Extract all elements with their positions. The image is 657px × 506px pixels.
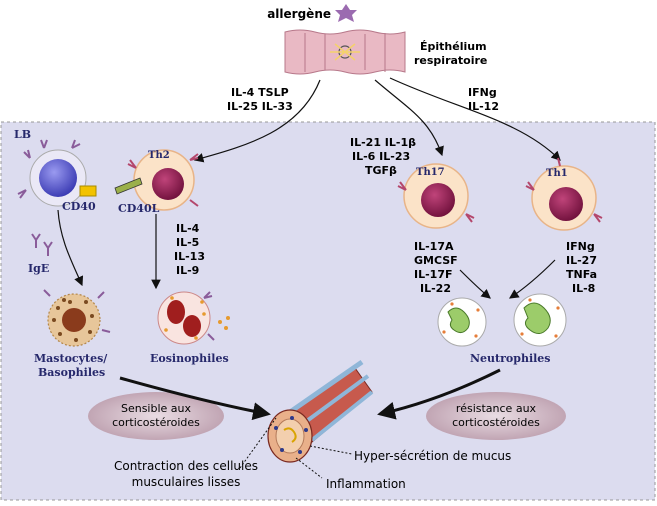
resistant-ellipse: [426, 392, 566, 440]
epithelium-icon: [284, 29, 406, 75]
arrow-th17-to-neutrophiles: [459, 269, 491, 299]
mucus-label: Hyper-sécrétion de mucus: [354, 449, 511, 463]
pointer-mucus: [309, 445, 353, 455]
sensitive-label-1: Sensible aux: [121, 402, 192, 415]
contraction-label-1: Contraction des cellules: [114, 459, 258, 473]
neutrophil-cell-icon: [437, 293, 567, 347]
sensitive-ellipse: [88, 392, 224, 440]
inflammation-label: Inflammation: [326, 477, 406, 491]
th1-secrete-3: TNFa: [566, 268, 597, 281]
resistant-label-1: résistance aux: [456, 402, 537, 415]
th2-label: Th2: [148, 150, 170, 161]
mastocytes-label-2: Basophiles: [38, 366, 105, 379]
th17-cell-icon: [397, 163, 475, 229]
allergen-icon: [335, 4, 357, 22]
th1-secrete-1: IFNg: [566, 240, 595, 253]
cytokine-th2-induce-1: IL-4 TSLP: [231, 86, 289, 99]
th2-cell-icon: [114, 149, 199, 211]
arrow-to-th17: [374, 79, 444, 157]
th17-label: Th17: [416, 167, 445, 178]
th17-secrete-1: IL-17A: [414, 240, 454, 253]
cytokine-th17-induce-2: IL-6 IL-23: [352, 150, 410, 163]
cd40-label: CD40: [62, 200, 96, 213]
th17-secrete-3: IL-17F: [414, 268, 453, 281]
sensitive-label-2: corticostéroides: [112, 416, 200, 429]
arrow-th1-to-neutrophiles: [509, 259, 556, 299]
cytokine-th2-induce-2: IL-25 IL-33: [227, 100, 293, 113]
th1-secrete-4: IL-8: [572, 282, 595, 295]
allergen-label: allergène: [267, 7, 331, 21]
ige-label: IgE: [28, 262, 49, 275]
th2-secrete-2: IL-5: [176, 236, 199, 249]
muscle-bundle-icon: [267, 359, 374, 463]
cytokine-th17-induce-3: TGFβ: [365, 164, 397, 177]
th1-label: Th1: [546, 168, 568, 179]
cytokine-th1-induce-2: IL-12: [468, 100, 499, 113]
mastocytes-label-1: Mastocytes/: [34, 352, 108, 365]
th17-secrete-4: IL-22: [420, 282, 451, 295]
th2-secrete-4: IL-9: [176, 264, 199, 277]
lb-label: LB: [14, 128, 31, 141]
th1-secrete-2: IL-27: [566, 254, 597, 267]
eosinophiles-label: Eosinophiles: [150, 352, 229, 365]
lb-cell-icon: [17, 139, 97, 207]
th2-secrete-1: IL-4: [176, 222, 200, 235]
arrow-to-th2: [193, 79, 321, 163]
epithelium-label-1: Épithélium: [420, 40, 487, 53]
cytokine-th1-induce-1: IFNg: [468, 86, 497, 99]
th1-cell-icon: [525, 157, 603, 231]
arrow-lb-to-mastocytes: [57, 209, 84, 287]
th17-secrete-2: GMCSF: [414, 254, 458, 267]
resistant-label-2: corticostéroides: [452, 416, 540, 429]
ige-icon: [31, 233, 53, 256]
mastocyte-cell-icon: [43, 289, 111, 347]
cd40l-label: CD40L: [118, 202, 160, 215]
pointer-inflammation: [295, 457, 323, 479]
arrow-to-th1: [389, 77, 561, 161]
arrow-left-to-muscle: [119, 376, 271, 421]
neutrophiles-label: Neutrophiles: [470, 352, 551, 365]
contraction-label-2: musculaires lisses: [132, 475, 241, 489]
cytokine-th17-induce-1: IL-21 IL-1β: [350, 136, 416, 149]
arrow-right-to-muscle: [377, 368, 501, 420]
eosinophil-cell-icon: [157, 291, 230, 345]
epithelium-label-2: respiratoire: [414, 54, 487, 67]
th2-secrete-3: IL-13: [174, 250, 205, 263]
